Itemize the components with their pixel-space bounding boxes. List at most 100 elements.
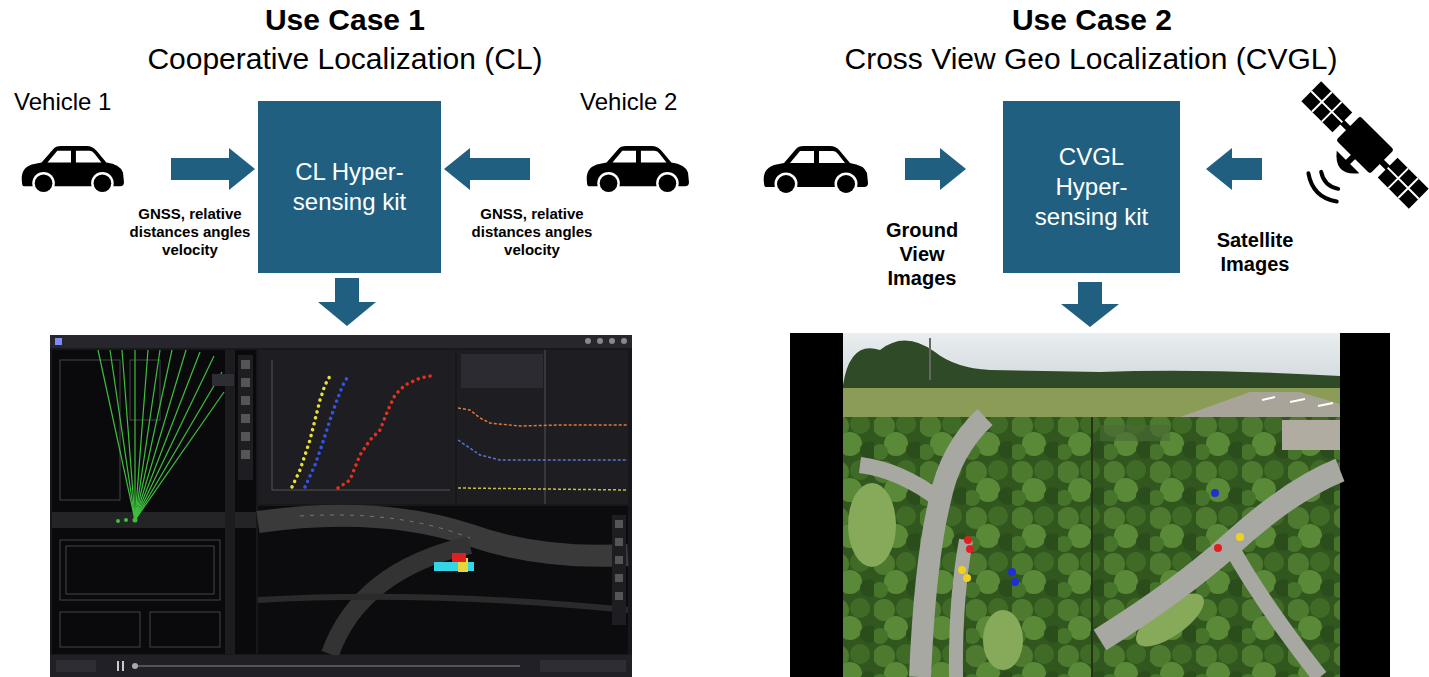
rect-shape (258, 506, 628, 654)
rect-shape (241, 432, 250, 441)
rect-shape (60, 360, 120, 500)
rect-shape (843, 388, 1340, 417)
g-shape (292, 375, 436, 488)
path-shape (1230, 545, 1320, 677)
flow-arrow (444, 148, 530, 190)
line-shape (135, 372, 222, 520)
rect-shape (52, 350, 256, 654)
path-shape (118, 661, 123, 671)
path-shape (843, 340, 1340, 392)
circle-shape (1211, 489, 1219, 497)
path-shape (1303, 166, 1343, 206)
line-shape (134, 350, 135, 520)
line-shape (135, 352, 200, 520)
rect-shape (150, 612, 220, 647)
path-shape (458, 440, 628, 460)
rect-shape (50, 335, 632, 677)
path-shape (318, 278, 376, 326)
rect-shape (457, 350, 628, 504)
rect-shape (60, 612, 140, 647)
circle-shape (958, 566, 966, 574)
use-case-heading: Cross View Geo Localization (CVGL) (845, 41, 1338, 77)
use-case-heading: Use Case 1 (265, 2, 425, 38)
circle-shape (597, 338, 603, 344)
g-shape (958, 489, 1244, 586)
path-shape (1301, 81, 1428, 208)
rect-shape (241, 378, 250, 387)
rect-shape (790, 333, 1390, 677)
circle-shape (966, 545, 974, 553)
circle-shape (609, 338, 615, 344)
process-box: CVGL Hyper-sensing kit (1003, 101, 1180, 273)
rect-shape (50, 655, 632, 677)
path-shape (305, 376, 348, 487)
input-label: Ground View Images (867, 218, 977, 290)
rect-shape (55, 338, 62, 345)
vehicle-label: Vehicle 1 (14, 88, 111, 117)
vehicle-label: Vehicle 2 (580, 88, 677, 117)
path-shape (1330, 151, 1360, 181)
car-icon (583, 143, 691, 194)
ellipse-shape (848, 483, 896, 567)
rect-shape (540, 660, 626, 672)
rect-shape (241, 450, 250, 459)
line-shape (135, 350, 172, 520)
car-icon (22, 146, 124, 194)
path-shape (1206, 148, 1262, 190)
line-shape (929, 338, 931, 380)
rect-shape (615, 538, 623, 546)
path-shape (956, 540, 966, 677)
process-box: CL Hyper-sensing kit (258, 101, 441, 273)
circle-shape (963, 574, 971, 582)
g-shape (458, 408, 628, 490)
rect-shape (843, 417, 1340, 677)
rect-shape (615, 592, 623, 600)
rect-shape (615, 574, 623, 582)
circle-shape (116, 519, 120, 523)
line-shape (135, 350, 186, 520)
geo-localization-screenshot (790, 333, 1390, 677)
rect-shape (60, 540, 220, 600)
edge-label: GNSS, relative distances angles velocity (468, 205, 596, 259)
car-icon (18, 143, 126, 194)
path-shape (258, 597, 628, 610)
rect-shape (1282, 420, 1340, 450)
circle-shape (585, 338, 591, 344)
rect-shape (258, 350, 455, 504)
rect-shape (615, 520, 623, 528)
g-shape (98, 350, 224, 520)
circle-shape (1214, 544, 1222, 552)
path-shape (458, 488, 628, 490)
flow-arrow (171, 148, 255, 190)
input-label: Satellite Images (1200, 228, 1310, 276)
rect-shape (461, 354, 543, 388)
circle-shape (132, 663, 138, 669)
rect-shape (56, 660, 96, 672)
path-shape (920, 417, 985, 677)
line-shape (135, 356, 214, 520)
line-shape (135, 350, 148, 520)
rect-shape (612, 515, 626, 625)
visualizer-screenshot (50, 335, 632, 677)
path-shape (1061, 282, 1119, 327)
vehicle-node: Vehicle 2 (533, 88, 693, 198)
rect-shape (238, 355, 253, 480)
box-label: CL Hyper-sensing kit (276, 157, 423, 217)
line-shape (545, 350, 546, 504)
rect-shape (50, 335, 632, 348)
line-shape (98, 350, 135, 520)
path-shape (860, 465, 940, 500)
path-shape (338, 375, 436, 488)
rect-shape (843, 333, 1340, 417)
path-shape (1262, 397, 1333, 406)
rect-shape (241, 396, 250, 405)
rect-shape (615, 556, 623, 564)
edge-label: GNSS, relative distances angles velocity (126, 205, 254, 259)
path-shape (272, 360, 450, 490)
circle-shape (1236, 533, 1244, 541)
car-icon (764, 146, 868, 196)
path-shape (1180, 392, 1340, 417)
rect-shape (225, 350, 235, 654)
